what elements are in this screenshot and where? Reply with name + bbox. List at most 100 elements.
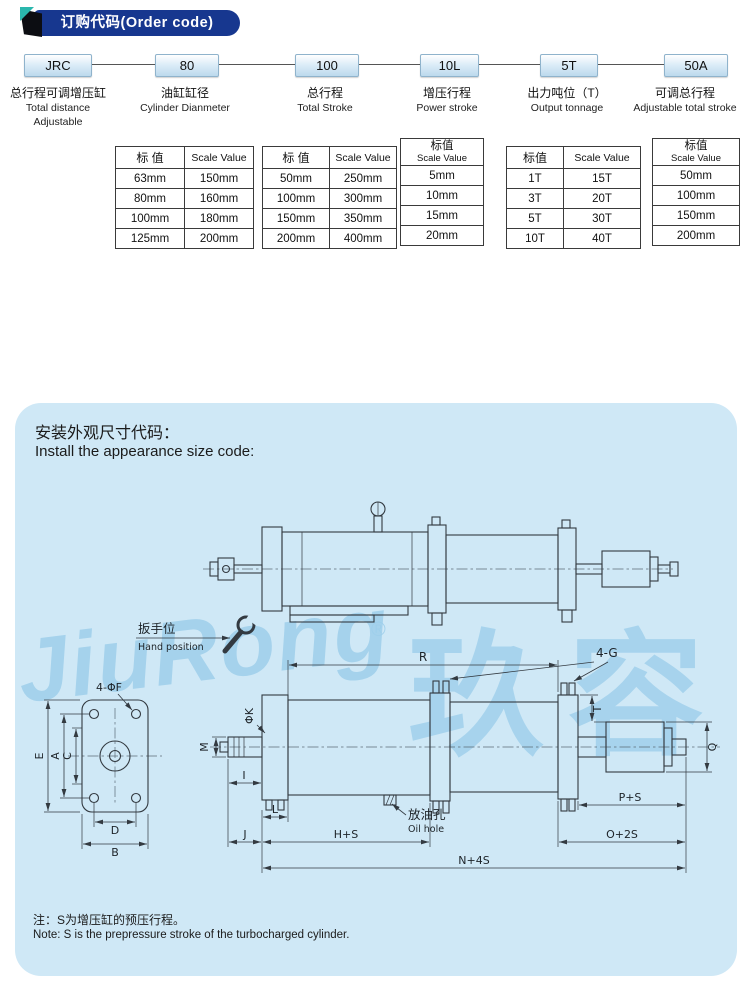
dim-label-l: L — [272, 803, 279, 816]
dim-label-4g: 4-G — [596, 646, 618, 660]
wrench-icon — [222, 611, 262, 654]
table-cell: 200mm — [652, 225, 740, 247]
table-cell: 150mm — [652, 205, 740, 227]
dim-label-b: B — [111, 846, 119, 859]
dim-label-k: ΦK — [243, 707, 256, 724]
dim-label-o2s: O+2S — [606, 828, 638, 841]
tie-rod-bar — [289, 605, 409, 616]
table-cell: 3T — [506, 188, 564, 209]
table-cell: 5mm — [400, 165, 484, 187]
table-cell: 63mm — [115, 168, 185, 189]
dim-label-i: I — [242, 769, 245, 782]
rod-bore — [99, 740, 131, 772]
segment-label-bore: 油缸缸径 Cylinder Dianmeter — [125, 84, 245, 116]
table-cell: 15mm — [400, 205, 484, 227]
dimension-drawing: 扳手位 Hand position 4-ΦF E A — [33, 501, 720, 873]
table-cell: 150mm — [262, 208, 330, 229]
stroke-header-cn: 标 值 — [262, 146, 330, 169]
table-cell: 100mm — [652, 185, 740, 207]
panel-title-cn: 安装外观尺寸代码： — [35, 425, 180, 442]
table-cell: 400mm — [329, 228, 397, 249]
dim-label-j: J — [242, 828, 246, 841]
segment-bore-en: Cylinder Dianmeter — [140, 102, 230, 114]
segment-power-cn: 增压行程 — [422, 86, 471, 100]
code-segment-bore: 80 — [155, 54, 219, 77]
table-cell: 50mm — [652, 165, 740, 187]
table-cell: 10T — [506, 228, 564, 249]
table-cell: 200mm — [262, 228, 330, 249]
mounting-plate — [81, 699, 149, 813]
dim-label-n4s: N+4S — [458, 854, 489, 867]
badge-teal-accent — [20, 7, 34, 21]
table-cell: 125mm — [115, 228, 185, 249]
dim-label-d: D — [111, 824, 119, 837]
adjustable-header: 标值 Scale Value — [652, 137, 740, 167]
segment-label-adjustable: 可调总行程 Adjustable total stroke — [620, 84, 750, 116]
segment-label-power-stroke: 增压行程 Power stroke — [390, 84, 504, 116]
stroke-header-en: Scale Value — [329, 146, 397, 169]
bottom-side-view: R 4-G T Q ΦK M I — [198, 646, 720, 873]
code-segment-adjustable: 50A — [664, 54, 728, 77]
table-cell: 40T — [563, 228, 641, 249]
adjustable-header-en: Scale Value — [671, 153, 721, 165]
note-en: Note: S is the prepressure stroke of the… — [33, 929, 350, 941]
table-cell: 80mm — [115, 188, 185, 209]
code-segment-tonnage: 5T — [540, 54, 598, 77]
dim-label-r: R — [419, 650, 427, 664]
power-header: 标值 Scale Value — [400, 137, 484, 167]
table-cell: 100mm — [115, 208, 185, 229]
oil-hole-label-en: Oil hole — [408, 824, 444, 835]
code-segment-series: JRC — [24, 54, 92, 77]
segment-series-en: Total distance — [25, 102, 91, 114]
table-cell: 1T — [506, 168, 564, 189]
clevis-pin — [221, 564, 231, 574]
bolt-hole — [130, 708, 142, 720]
install-dimension-panel: 安装外观尺寸代码： Install the appearance size co… — [12, 403, 737, 976]
table-cell: 300mm — [329, 188, 397, 209]
segment-series-cn: 总行程可调增压缸 — [9, 86, 106, 100]
power-header-cn: 标值 — [430, 140, 454, 152]
top-side-view: 扳手位 Hand position — [136, 501, 679, 654]
segment-label-stroke: 总行程 Total Stroke — [266, 84, 384, 116]
hand-position-label-en: Hand position — [138, 642, 204, 653]
dim-label-hs: H+S — [334, 828, 358, 841]
segment-tonnage-cn: 出力吨位（T） — [527, 86, 607, 100]
table-cell: 10mm — [400, 185, 484, 207]
oil-hole-label-cn: 放油孔 — [408, 807, 446, 822]
table-cell: 30T — [563, 208, 641, 229]
segment-adjustable-cn: 可调总行程 — [654, 86, 715, 100]
table-cell: 50mm — [262, 168, 330, 189]
segment-adjustable-en: Adjustable total stroke — [633, 102, 737, 114]
end-view: 4-ΦF E A C D B — [33, 681, 162, 859]
main-cylinder-body — [287, 699, 431, 796]
table-cell: 15T — [563, 168, 641, 189]
table-cell: 200mm — [184, 228, 254, 249]
front-flange — [261, 694, 289, 801]
order-code-title: 订购代码(Order code) — [34, 10, 240, 36]
segment-label-tonnage: 出力吨位（T） Output tonnage — [508, 84, 626, 116]
dim-label-a: A — [49, 752, 62, 760]
dim-label-4f: 4-ΦF — [96, 681, 122, 694]
dim-label-e: E — [33, 752, 46, 759]
segment-stroke-en: Total Stroke — [297, 102, 353, 114]
tonnage-header-cn: 标值 — [506, 146, 564, 169]
segment-stroke-cn: 总行程 — [306, 86, 343, 100]
dim-label-q: Q — [706, 742, 719, 751]
table-cell: 250mm — [329, 168, 397, 189]
tonnage-header-en: Scale Value — [563, 146, 641, 169]
table-cell: 5T — [506, 208, 564, 229]
table-cell: 20T — [563, 188, 641, 209]
table-cell: 150mm — [184, 168, 254, 189]
bolt-hole — [130, 792, 142, 804]
table-cell: 160mm — [184, 188, 254, 209]
panel-title-en: Install the appearance size code: — [35, 443, 255, 460]
dim-label-c: C — [61, 752, 74, 760]
power-header-en: Scale Value — [417, 153, 467, 165]
table-cell: 100mm — [262, 188, 330, 209]
bore-header-en: Scale Value — [184, 146, 254, 169]
hand-position-label-cn: 扳手位 — [138, 621, 176, 636]
segment-label-series: 总行程可调增压缸 Total distance Adjustable — [2, 84, 114, 129]
